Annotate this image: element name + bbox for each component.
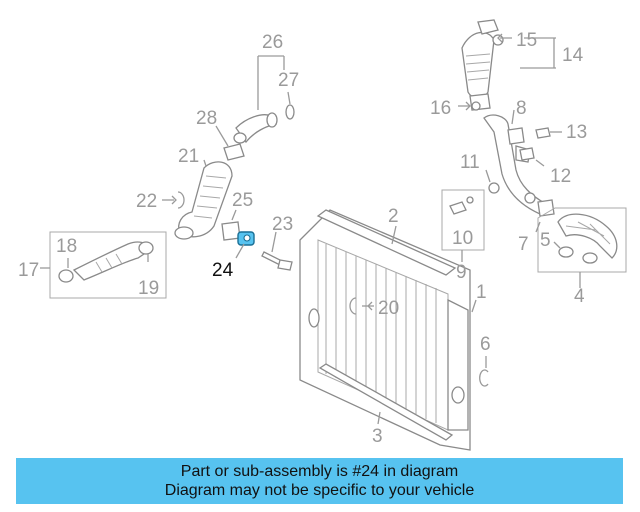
callout-22: 22 xyxy=(136,191,157,212)
hose-part-21 xyxy=(174,143,245,240)
callout-27: 27 xyxy=(278,70,299,91)
callout-26: 26 xyxy=(262,32,283,53)
highlighted-part-24[interactable] xyxy=(237,231,255,246)
box-17 xyxy=(49,231,167,299)
callout-7: 7 xyxy=(518,234,529,255)
upper-pipe-part-14 xyxy=(461,19,504,111)
box-4 xyxy=(537,207,627,273)
banner-line-1: Part or sub-assembly is #24 in diagram xyxy=(180,463,459,480)
callout-24-highlighted: 24 xyxy=(212,260,234,281)
leader-lines xyxy=(40,37,581,425)
bolt-part-23 xyxy=(261,251,293,271)
callout-10: 10 xyxy=(452,228,473,249)
callout-12: 12 xyxy=(550,166,571,187)
callout-17: 17 xyxy=(18,260,39,281)
seal-strip-part-2 xyxy=(316,209,457,276)
callout-20: 20 xyxy=(378,298,399,319)
callout-16: 16 xyxy=(430,98,451,119)
banner-line-2: Diagram may not be specific to your vehi… xyxy=(164,482,475,499)
callout-6: 6 xyxy=(480,334,491,355)
callout-5: 5 xyxy=(540,230,551,251)
intercooler-part-1 xyxy=(299,209,471,451)
hose-part-26 xyxy=(233,112,278,144)
callout-numbers: 1 2 3 4 5 6 7 8 9 10 11 12 13 14 15 16 1… xyxy=(18,30,587,447)
callout-18: 18 xyxy=(56,236,77,257)
clamp-part-27 xyxy=(285,104,295,120)
info-banner: Part or sub-assembly is #24 in diagram D… xyxy=(16,458,623,504)
callout-2: 2 xyxy=(388,206,399,227)
clip-part-11 xyxy=(488,182,500,194)
callout-3: 3 xyxy=(372,426,383,447)
callout-4: 4 xyxy=(574,286,585,307)
callout-1: 1 xyxy=(476,282,487,303)
bolt-part-12 xyxy=(519,147,535,161)
callout-25: 25 xyxy=(232,190,253,211)
callout-9: 9 xyxy=(456,262,467,283)
callout-19: 19 xyxy=(138,278,159,299)
box-9-10 xyxy=(441,189,485,251)
callout-13: 13 xyxy=(566,122,587,143)
callout-8: 8 xyxy=(516,98,527,119)
clamp-part-6 xyxy=(479,369,489,387)
callout-14: 14 xyxy=(562,45,584,66)
clamp-part-22 xyxy=(177,191,185,209)
callout-11: 11 xyxy=(460,152,480,173)
seal-strip-part-3 xyxy=(318,363,454,441)
callout-15: 15 xyxy=(516,30,537,51)
clamp-part-13 xyxy=(535,127,551,139)
clamp-part-20 xyxy=(349,297,357,315)
callout-21: 21 xyxy=(178,146,199,167)
callout-23: 23 xyxy=(272,214,293,235)
arrow-marks xyxy=(171,33,503,311)
callout-28: 28 xyxy=(196,108,217,129)
